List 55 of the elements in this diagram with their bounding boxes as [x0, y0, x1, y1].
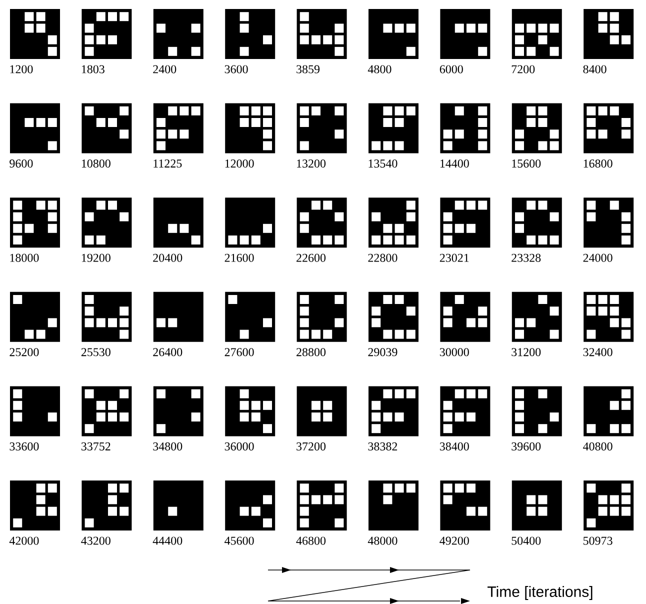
iteration-number: 40800 [583, 442, 612, 450]
iteration-number: 37200 [296, 442, 326, 450]
iteration-number: 14400 [440, 160, 469, 168]
iteration-number: 36000 [224, 442, 254, 450]
iteration-number: 30000 [440, 348, 469, 356]
iteration-number: 11225 [154, 160, 182, 168]
iteration-number: 44400 [152, 536, 182, 545]
iteration-number: 46800 [296, 536, 326, 545]
iteration-number: 23328 [512, 254, 541, 262]
iteration-number: 6000 [440, 65, 463, 74]
iteration-number: 10800 [82, 160, 110, 168]
iteration-number: 3859 [296, 65, 320, 74]
iteration-number: 3600 [224, 65, 248, 74]
iteration-number: 2400 [153, 65, 176, 74]
iteration-number: 50400 [512, 536, 541, 545]
iteration-number: 49200 [440, 536, 469, 545]
iteration-number: 48000 [368, 536, 398, 545]
axis-title: Time [iterations] [488, 586, 592, 600]
iteration-number: 34800 [153, 442, 182, 450]
iteration-number: 23021 [440, 254, 469, 262]
iteration-number: 25200 [10, 348, 39, 356]
iteration-number: 18000 [10, 254, 39, 262]
iteration-number: 43200 [81, 536, 110, 545]
iteration-number: 28800 [296, 348, 326, 356]
iteration-number: 42000 [9, 536, 39, 545]
iteration-number: 15600 [512, 160, 541, 168]
iteration-number: 13540 [368, 160, 398, 168]
iteration-number: 1200 [10, 65, 33, 74]
iteration-number: 16800 [584, 160, 612, 168]
iteration-number: 38400 [440, 442, 469, 450]
iteration-number: 45600 [224, 536, 254, 545]
iteration-number: 32400 [583, 348, 612, 356]
iteration-number: 38382 [368, 442, 398, 450]
iteration-number: 24000 [583, 254, 612, 262]
iteration-number: 39600 [512, 442, 541, 450]
iteration-number: 13200 [297, 160, 326, 168]
iteration-number: 22600 [296, 254, 326, 262]
iteration-number: 21600 [224, 254, 254, 262]
iteration-number: 31200 [512, 348, 541, 356]
iteration-number: 33752 [81, 442, 110, 450]
iteration-number: 22800 [368, 254, 398, 262]
iteration-number: 1803 [82, 65, 104, 74]
iteration-number: 7200 [512, 65, 535, 74]
iteration-number: 26400 [153, 348, 182, 356]
iteration-number: 27600 [224, 348, 254, 356]
iteration-number: 19200 [82, 254, 110, 262]
iteration-number: 8400 [583, 65, 606, 74]
iteration-number: 29039 [368, 348, 398, 356]
iteration-number: 20400 [153, 254, 182, 262]
iteration-number: 4800 [368, 65, 392, 74]
iteration-number: 50973 [584, 536, 612, 545]
iteration-number: 12000 [225, 160, 254, 168]
iteration-number: 9600 [10, 160, 33, 168]
iteration-number: 25530 [81, 348, 110, 356]
iteration-number: 33600 [10, 442, 39, 450]
